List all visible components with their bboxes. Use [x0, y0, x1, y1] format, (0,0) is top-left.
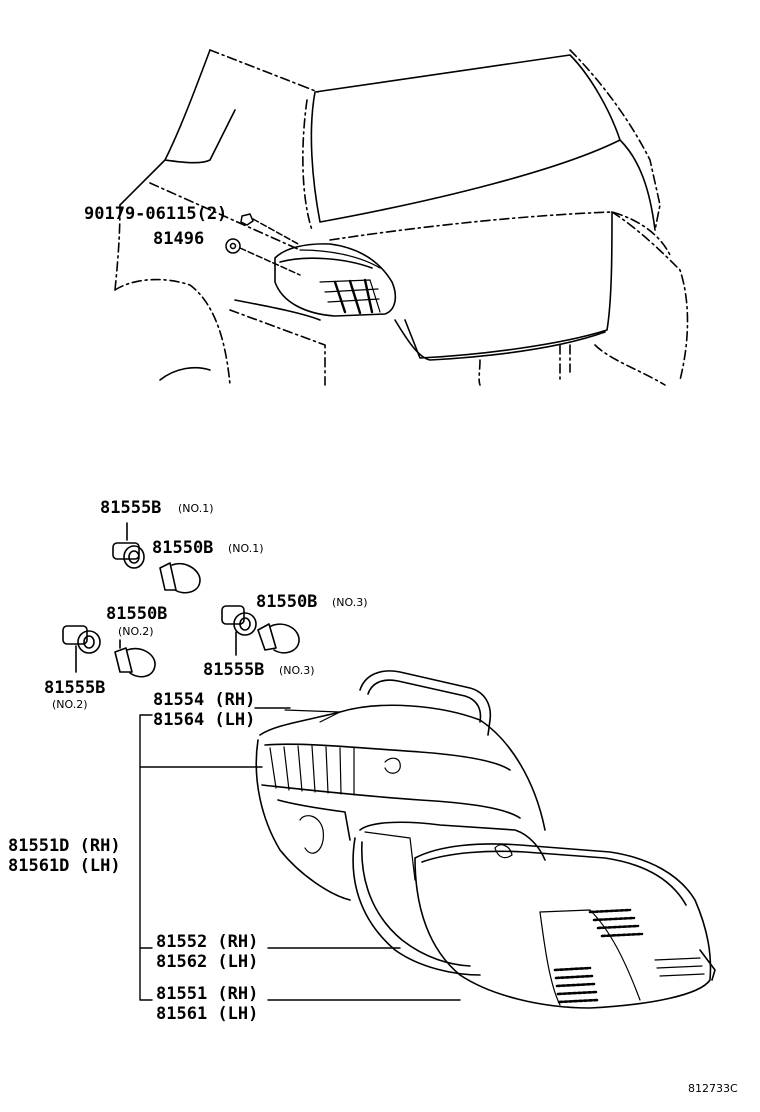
part-tag-bulb-no3: (NO.3): [332, 596, 368, 609]
gasket-outline: [359, 670, 492, 736]
bulb-no2-icon: [114, 639, 156, 678]
part-label-bolt: 90179-06115(2): [84, 204, 228, 224]
part-label-socket-no1: 81555B: [100, 498, 162, 518]
bulb-no1-icon: [159, 562, 201, 594]
lamp-body-outline: [352, 821, 546, 976]
part-label-lens-lh: 81561 (LH): [156, 1004, 259, 1024]
part-label-clip: 81496: [153, 229, 205, 249]
part-label-bulb-no1: 81550B: [152, 538, 214, 558]
part-label-body-lh: 81562 (LH): [156, 952, 259, 972]
part-label-lens-rh: 81551 (RH): [156, 984, 259, 1004]
part-label-gasket-lh: 81564 (LH): [153, 710, 256, 730]
part-label-bulb-no2: 81550B: [106, 604, 168, 624]
part-label-socket-no2: 81555B: [44, 678, 106, 698]
part-label-socket-no3: 81555B: [203, 660, 265, 680]
part-tag-socket-no3: (NO.3): [279, 664, 315, 677]
leader-lines: [139, 707, 461, 1001]
bulb-no3-icon: [257, 623, 300, 654]
part-label-gasket-rh: 81554 (RH): [153, 690, 256, 710]
clip-icon: [225, 238, 301, 276]
part-tag-socket-no1: (NO.1): [178, 502, 214, 515]
socket-no2-icon: [62, 625, 101, 673]
part-label-bulb-no3: 81550B: [256, 592, 318, 612]
part-tag-socket-no2: (NO.2): [52, 698, 88, 711]
lamp-housing-outline: [255, 704, 546, 901]
part-label-body-rh: 81552 (RH): [156, 932, 259, 952]
socket-no1-icon: [112, 522, 145, 569]
diagram-code: 812733C: [688, 1082, 738, 1095]
part-label-assy-lh: 81561D (LH): [8, 856, 121, 876]
socket-no3-icon: [221, 605, 257, 656]
part-tag-bulb-no1: (NO.1): [228, 542, 264, 555]
part-label-assy-rh: 81551D (RH): [8, 836, 121, 856]
vehicle-rear-outline: [114, 49, 689, 386]
tail-lamp-installed: [274, 243, 397, 317]
lamp-lens-outline: [414, 843, 716, 1009]
bolt-icon: [240, 213, 301, 246]
part-tag-bulb-no2: (NO.2): [118, 625, 154, 638]
